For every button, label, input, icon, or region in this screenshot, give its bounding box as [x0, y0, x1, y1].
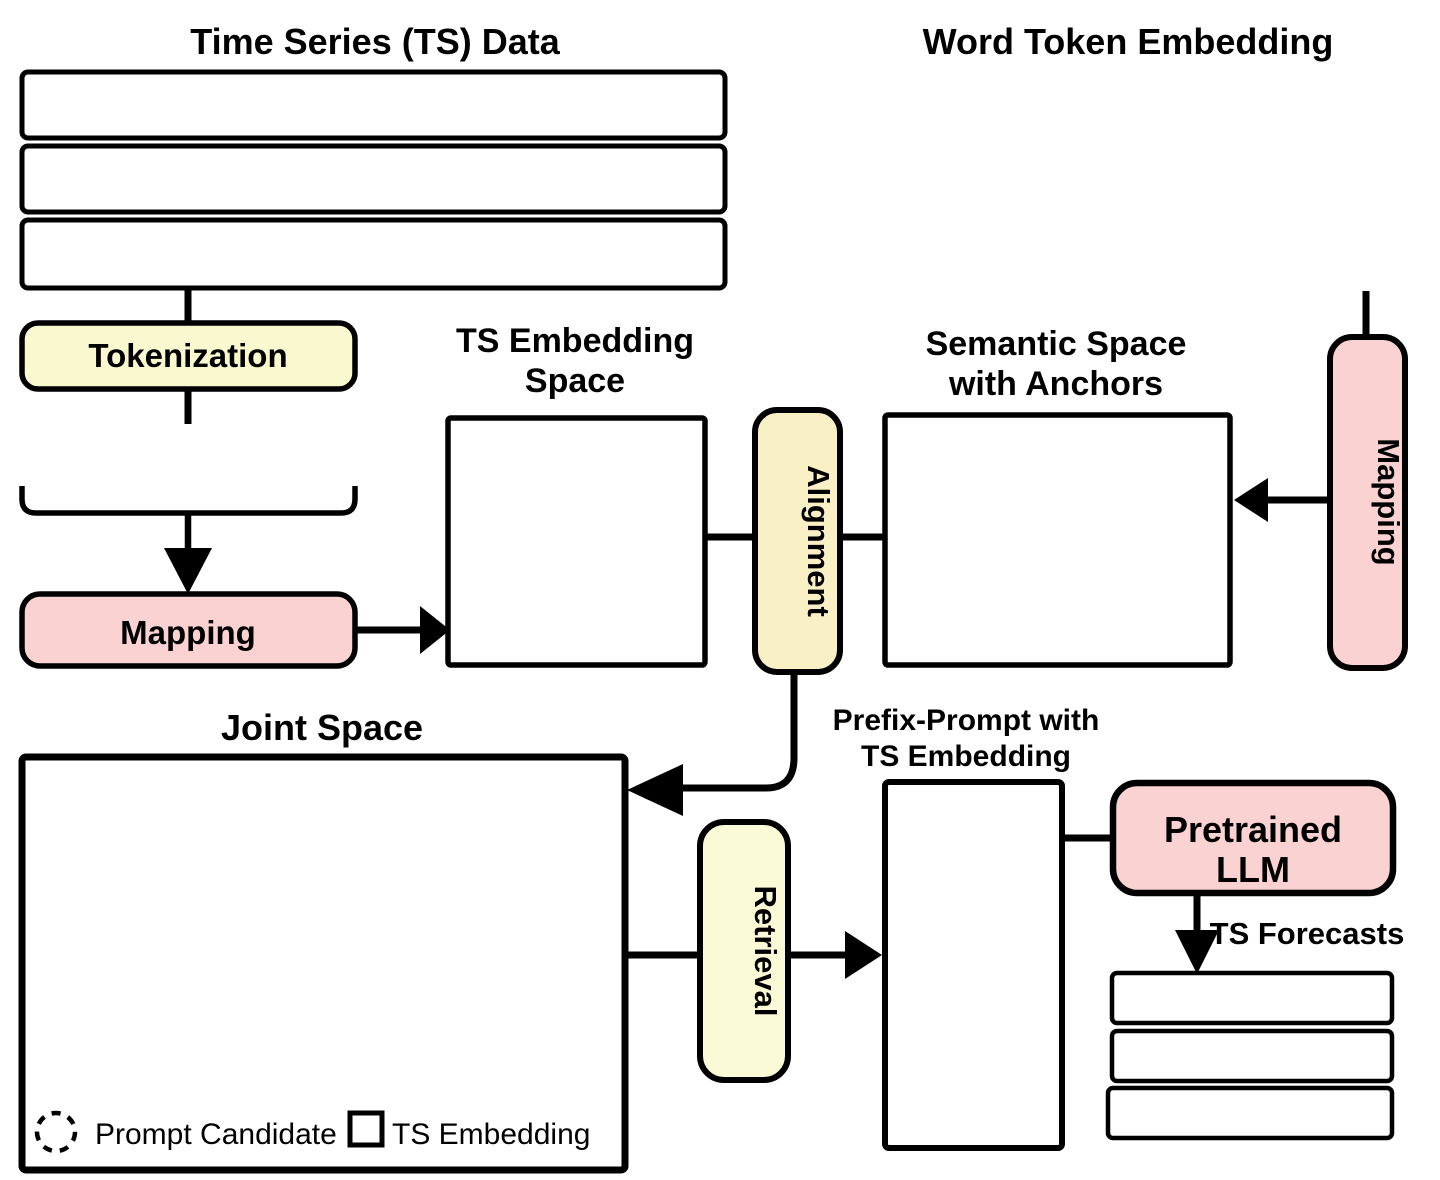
connector-lines [184, 288, 1370, 959]
tokenization-label: Tokenization [88, 337, 287, 374]
arrow-left-to-semantic [1234, 478, 1268, 522]
forecast-box-2 [1109, 1028, 1395, 1084]
forecast-box-3 [1105, 1085, 1395, 1141]
mapping-left-box [19, 591, 358, 669]
pretrained-llm-box [1109, 779, 1397, 897]
joint-space-box [18, 753, 629, 1174]
alignment-label: Alignment [801, 465, 836, 617]
token-stack-bracket [19, 486, 358, 516]
ts-series-box-1 [19, 69, 728, 141]
legend-prompt-candidate-label: Prompt Candidate [95, 1118, 337, 1151]
joint-space-legend: Prompt Candidate TS Embedding [34, 1110, 590, 1154]
semantic-title-line1: Semantic Space [926, 325, 1187, 363]
semantic-space-box [882, 412, 1233, 668]
retrieval-box [697, 819, 791, 1083]
alignment-box [752, 407, 843, 675]
ts-embedding-space-box [445, 415, 708, 668]
ts-data-panel [19, 69, 728, 291]
legend-ts-embedding-label: TS Embedding [392, 1118, 590, 1151]
retrieval-label: Retrieval [748, 886, 783, 1017]
ts-space-title-line1: TS Embedding [456, 322, 694, 360]
mapping-right-label: Mapping [1371, 438, 1406, 565]
arrow-down-to-forecasts [1175, 930, 1219, 974]
joint-space-title: Joint Space [221, 707, 423, 748]
forecast-box-1 [1109, 970, 1395, 1026]
ts-series-box-3 [19, 217, 728, 291]
word-token-title: Word Token Embedding [923, 21, 1334, 62]
prefix-title-line2: TS Embedding [861, 740, 1071, 773]
ts-data-title: Time Series (TS) Data [190, 21, 560, 62]
ts-series-box-2 [19, 143, 728, 215]
ts-space-title-line2: Space [525, 362, 625, 400]
ts-forecasts-label: TS Forecasts [1210, 916, 1405, 951]
connector-alignment-joint [683, 674, 798, 792]
mapping-left-label: Mapping [120, 614, 256, 651]
arrow-left-to-joint [627, 764, 683, 816]
semantic-title-line2: with Anchors [948, 365, 1163, 403]
llm-label-line1: Pretrained [1164, 809, 1342, 850]
legend-ts-embedding-icon [347, 1110, 385, 1148]
arrow-right-to-prefix [845, 931, 882, 979]
mapping-right-box [1327, 334, 1408, 671]
ts-forecast-panel [1105, 970, 1395, 1141]
arrow-down-to-mapping [164, 548, 212, 594]
prefix-title-line1: Prefix-Prompt with [833, 704, 1100, 737]
legend-prompt-candidate-icon [34, 1110, 78, 1154]
llm-label-line2: LLM [1216, 849, 1290, 890]
prefix-prompt-box [882, 779, 1065, 1151]
arrowheads [164, 478, 1268, 979]
arrow-right-to-tsspace [420, 606, 450, 654]
tokenization-box [19, 320, 358, 392]
